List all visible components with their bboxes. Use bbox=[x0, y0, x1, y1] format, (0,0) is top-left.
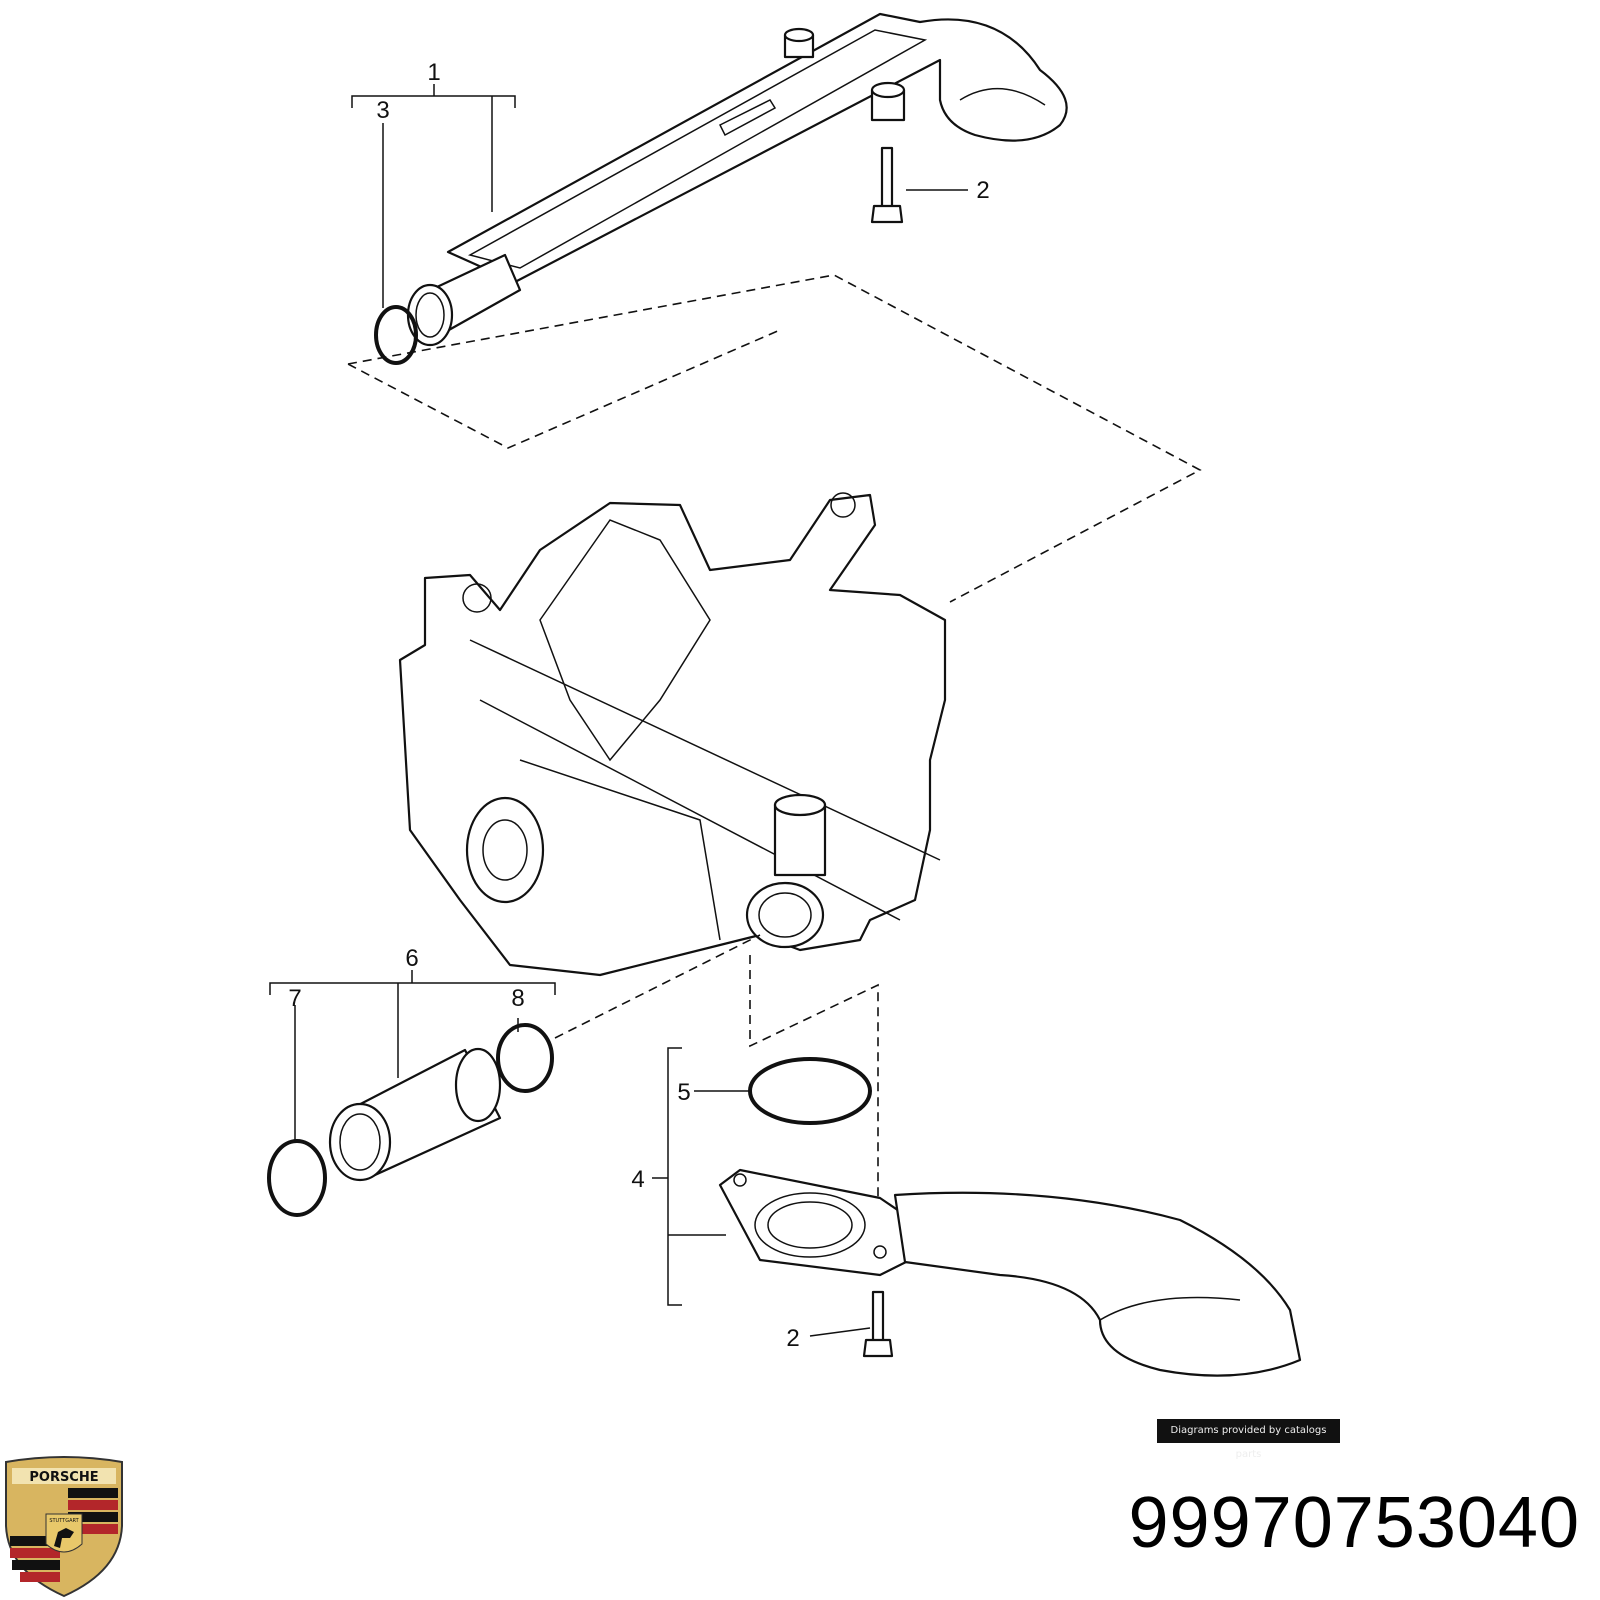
oil-pickup-tube-lower bbox=[718, 1168, 1302, 1377]
svg-text:STUTTGART: STUTTGART bbox=[49, 1518, 79, 1524]
callout-6: 6 bbox=[405, 945, 418, 972]
callout-4: 4 bbox=[631, 1166, 644, 1193]
callout-2-top: 2 bbox=[976, 177, 989, 204]
callout-5: 5 bbox=[677, 1079, 690, 1106]
callout-7: 7 bbox=[288, 985, 301, 1012]
callout-3: 3 bbox=[376, 97, 389, 124]
callout-1: 1 bbox=[427, 59, 440, 86]
connector-tube-6 bbox=[328, 1047, 502, 1182]
o-ring-3 bbox=[374, 305, 418, 365]
svg-text:PORSCHE: PORSCHE bbox=[29, 1470, 98, 1485]
part-number: 99970753040 bbox=[1128, 1483, 1580, 1563]
o-ring-8 bbox=[496, 1023, 554, 1093]
porsche-crest-logo: PORSCHE STUTTGART bbox=[5, 1456, 123, 1598]
diagram-credit-banner: Diagrams provided by catalogs parts bbox=[1157, 1419, 1340, 1460]
oil-pickup-tube-upper bbox=[406, 12, 1068, 347]
callout-2-bottom: 2 bbox=[786, 1325, 799, 1352]
o-ring-5 bbox=[748, 1057, 872, 1125]
callout-8: 8 bbox=[511, 985, 524, 1012]
oil-pump-assembly bbox=[398, 492, 947, 977]
o-ring-7 bbox=[267, 1139, 327, 1217]
